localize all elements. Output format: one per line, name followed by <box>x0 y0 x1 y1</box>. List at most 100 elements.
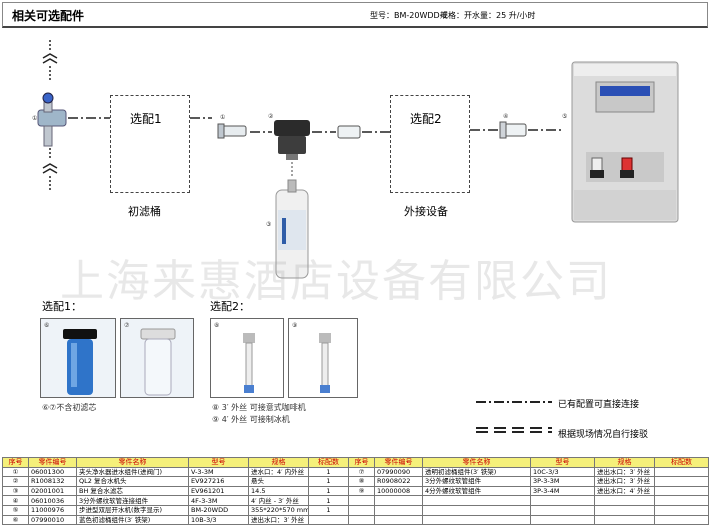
table-cell: 1 <box>308 495 349 506</box>
table-cell: ① <box>2 466 29 478</box>
photo-tag-8: ⑧ <box>214 322 220 329</box>
table-header-cell: 零件编号 <box>374 457 423 468</box>
table-cell: ⑧ <box>348 476 375 487</box>
table-cell <box>374 504 423 516</box>
table-cell: 1 <box>308 504 349 516</box>
table-cell <box>308 514 349 526</box>
table-cell: ⑤ <box>2 504 29 516</box>
marker-1a: ① <box>32 115 37 122</box>
table-cell: 3分外螺纹软管连接组件 <box>76 495 189 506</box>
table-cell <box>654 495 709 506</box>
table-cell: 蓝色初滤桶组件(3′ 铁架) <box>76 514 189 526</box>
table-cell: 进出水口：3′ 外丝 <box>248 514 309 526</box>
table-cell: 1 <box>308 485 349 497</box>
page-title: 相关可选配件 <box>12 9 85 23</box>
table-cell: ④ <box>2 495 29 506</box>
table-cell: 夹头净水器进水组件(进阀门) <box>76 466 189 478</box>
table-cell: 14.5 <box>248 485 309 497</box>
table-cell: 3P-3-3M <box>530 476 595 487</box>
table-cell <box>530 514 595 526</box>
table-cell <box>422 495 531 506</box>
table-header-cell: 序号 <box>2 457 29 468</box>
4-inch-hose-photo: ⑨ <box>288 318 358 398</box>
table-header-cell: 规格 <box>594 457 655 468</box>
table-cell: ⑨ <box>348 485 375 497</box>
hose-4-icon <box>319 333 331 393</box>
table-cell: 355*220*570 mm <box>248 504 309 516</box>
table-cell: 07990090 <box>374 466 423 478</box>
table-header-cell: 型号 <box>530 457 595 468</box>
table-cell <box>374 514 423 526</box>
table-cell <box>348 504 375 516</box>
table-cell: 07990010 <box>28 514 77 526</box>
table-cell: BH 复合水滤芯 <box>76 485 189 497</box>
table-cell: 11000976 <box>28 504 77 516</box>
table-cell: 10B-3/3 <box>188 514 249 526</box>
table-cell: 进水口：4′ 内外丝 <box>248 466 309 478</box>
option1-label: 选配1： <box>42 300 82 313</box>
marker-5: ⑤ <box>562 113 567 120</box>
filter-cartridge-icon <box>275 179 309 279</box>
table-cell: 06001300 <box>28 466 77 478</box>
table-cell <box>594 514 655 526</box>
connection-lines <box>68 117 562 133</box>
table-cell: ⑦ <box>348 466 375 478</box>
company-watermark: 上海来惠酒店设备有限公司 <box>60 256 612 307</box>
legend-direct-connect: 已有配置可直接连接 <box>558 400 640 410</box>
pipe-break-symbol-bottom <box>42 148 58 190</box>
legend-lines <box>476 401 552 433</box>
option1-box-title: 选配1 <box>130 112 162 126</box>
table-cell: V-3-3M <box>188 466 249 478</box>
table-cell: R1008132 <box>28 476 77 487</box>
table-cell: ② <box>2 476 29 487</box>
option1-box-caption: 初滤桶 <box>128 205 161 218</box>
fitting-icon-2 <box>499 121 527 139</box>
blue-filter-housing-photo: ⑥ <box>40 318 116 398</box>
table-cell: 02001001 <box>28 485 77 497</box>
table-cell <box>654 514 709 526</box>
table-cell <box>654 466 709 478</box>
table-header-cell: 标配数 <box>654 457 709 468</box>
table-header-cell: 零件名称 <box>76 457 189 468</box>
table-cell: QL2 复合水机头 <box>76 476 189 487</box>
valve-icon <box>37 92 67 147</box>
table-cell <box>654 476 709 487</box>
table-cell <box>422 514 531 526</box>
table-header-cell: 零件名称 <box>422 457 531 468</box>
photo-tag-7: ⑦ <box>124 322 130 329</box>
photo-tag-9: ⑨ <box>292 322 298 329</box>
clear-filter-housing-icon <box>140 328 176 396</box>
table-cell: EV927216 <box>188 476 249 487</box>
table-cell: 3分外螺纹软管组件 <box>422 476 531 487</box>
table-cell: 1 <box>308 466 349 478</box>
table-cell: 进出水口：3′ 外丝 <box>594 466 655 478</box>
table-cell: 1 <box>308 476 349 487</box>
marker-3: ③ <box>266 221 271 228</box>
connection-diagram: ① ① ② ③ ④ ⑤ <box>32 40 679 279</box>
table-cell: 4分外螺纹软管组件 <box>422 485 531 497</box>
table-cell: ③ <box>2 485 29 497</box>
option2-label: 选配2： <box>210 300 250 313</box>
table-header-cell: 标配数 <box>308 457 349 468</box>
option2-note-2: ⑨ 4′ 外丝 可接制冰机 <box>212 415 290 424</box>
option2-note-1: ⑧ 3′ 外丝 可接意式咖啡机 <box>212 403 306 412</box>
table-cell: 进出水口：4′ 外丝 <box>594 485 655 497</box>
table-cell: EV961201 <box>188 485 249 497</box>
table-cell <box>654 504 709 516</box>
table-cell: 进出水口：3′ 外丝 <box>594 476 655 487</box>
option1-box <box>110 95 190 193</box>
clear-filter-housing-photo: ⑦ <box>120 318 194 398</box>
option2-box-title: 选配2 <box>410 112 442 126</box>
table-cell: 悬头 <box>248 476 309 487</box>
table-header-cell: 零件编号 <box>28 457 77 468</box>
table-cell: R0908022 <box>374 476 423 487</box>
table-cell: 步进型双层开水机(数字显示) <box>76 504 189 516</box>
spec-label: 规格：开水量：25 升/小时 <box>440 11 536 20</box>
hose-3-icon <box>243 333 255 393</box>
